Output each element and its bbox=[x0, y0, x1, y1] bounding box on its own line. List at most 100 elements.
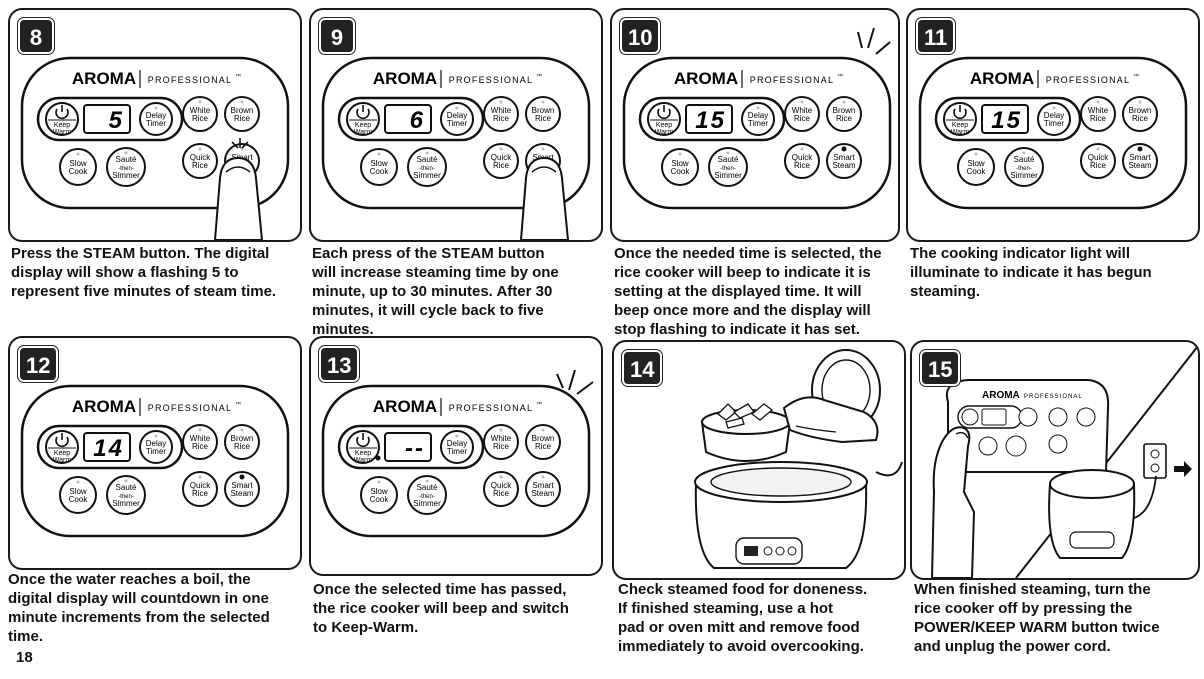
steamed-food bbox=[717, 403, 774, 429]
trademark-symbol: ™ bbox=[235, 401, 241, 408]
step-15-caption: When finished steaming, turn the rice co… bbox=[914, 580, 1204, 656]
trademark-symbol: ™ bbox=[235, 73, 241, 80]
button-label: Delay bbox=[146, 439, 166, 448]
indicator-light bbox=[377, 152, 381, 156]
power-cord bbox=[875, 461, 903, 477]
button-label: Rice bbox=[192, 161, 209, 170]
display-readout: 5 bbox=[109, 107, 124, 134]
button-label: Steam bbox=[832, 161, 855, 170]
button-label: Rice bbox=[234, 114, 251, 123]
caption-line: will increase steaming time by one bbox=[312, 264, 559, 281]
series-label: PROFESSIONAL bbox=[148, 75, 232, 85]
button-label: White bbox=[190, 434, 211, 443]
button-label: Cook bbox=[671, 167, 691, 176]
button-label: Rice bbox=[836, 114, 853, 123]
display-readout: -- bbox=[405, 435, 425, 462]
caption-line: If finished steaming, use a hot bbox=[618, 600, 834, 617]
caption-line: Check steamed food for doneness. bbox=[618, 581, 868, 598]
caption-line: minutes, it will cycle back to five bbox=[312, 302, 544, 319]
button-label: Slow bbox=[671, 159, 689, 168]
button-label: Rice bbox=[192, 442, 209, 451]
step-13-caption: Once the selected time has passed, the r… bbox=[313, 580, 603, 637]
button-label: Delay bbox=[146, 111, 166, 120]
saute-simmer-button[interactable]: Sauté-then-Simmer bbox=[1004, 147, 1044, 187]
button-label: Sauté bbox=[718, 155, 739, 164]
step-number: 15 bbox=[920, 350, 961, 386]
button-label: Keep bbox=[952, 122, 968, 129]
button-label: Rice bbox=[493, 161, 510, 170]
indicator-light bbox=[1137, 146, 1143, 152]
digital-display: 14 bbox=[83, 432, 131, 462]
saute-simmer-button[interactable]: Sauté-then-Simmer bbox=[106, 475, 146, 515]
button-label: Steam bbox=[1128, 161, 1151, 170]
saute-simmer-button[interactable]: Sauté-then-Simmer bbox=[106, 147, 146, 187]
step-number: 10 bbox=[620, 18, 661, 54]
button-label: Brown bbox=[231, 434, 254, 443]
indicator-light bbox=[974, 152, 978, 156]
indicator-light bbox=[541, 100, 545, 104]
button-label: Slow bbox=[69, 159, 87, 168]
series-label: PROFESSIONAL bbox=[1046, 75, 1130, 85]
button-label: Quick bbox=[1088, 153, 1109, 162]
saute-simmer-button[interactable]: Sauté-then-Simmer bbox=[708, 147, 748, 187]
caption-line: immediately to avoid overcooking. bbox=[618, 638, 864, 655]
button-label: Cook bbox=[69, 167, 89, 176]
caption-line: Each press of the STEAM button bbox=[312, 245, 545, 262]
saute-simmer-button[interactable]: Sauté-then-Simmer bbox=[407, 475, 447, 515]
button-label: Cook bbox=[370, 495, 390, 504]
step-number: 12 bbox=[18, 346, 59, 382]
button-label: Rice bbox=[493, 442, 510, 451]
button-label: Quick bbox=[491, 481, 512, 490]
power-icon bbox=[356, 105, 370, 120]
button-label: Sauté bbox=[116, 483, 137, 492]
caption-line: Press the STEAM button. The digital bbox=[11, 245, 270, 262]
button-label: Slow bbox=[370, 159, 388, 168]
saute-simmer-button[interactable]: Sauté-then-Simmer bbox=[407, 147, 447, 187]
caption-line: display will show a flashing 5 to bbox=[11, 264, 239, 281]
indicator-light bbox=[499, 147, 503, 151]
